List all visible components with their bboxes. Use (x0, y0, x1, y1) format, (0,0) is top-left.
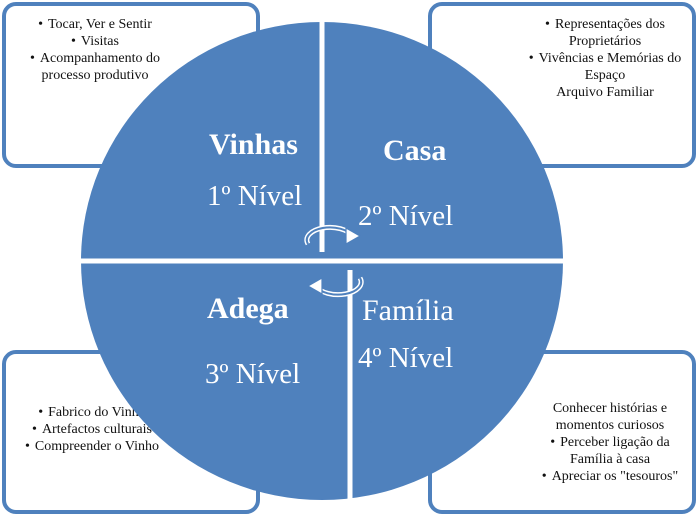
adega-level: 3º Nível (205, 358, 301, 390)
list-item: •Tocar, Ver e Sentir (38, 17, 152, 32)
adega-quadrant (81, 261, 322, 500)
vinhas-title: Vinhas (209, 128, 298, 161)
adega-title: Adega (207, 292, 289, 325)
list-item: •Visitas (71, 34, 119, 49)
vinhas-level: 1º Nível (207, 180, 303, 212)
list-item: •Vivências e Memórias do Espaço (528, 51, 682, 83)
casa-quadrant (322, 22, 563, 261)
list-item: •Acompanhamento do processo produtivo (29, 51, 161, 83)
list-item: •Apreciar os "tesouros" (541, 469, 679, 484)
list-item: •Artefactos culturais (32, 422, 152, 437)
vinhas-quadrant (81, 22, 322, 261)
casa-level: 2º Nível (358, 200, 454, 232)
familia-quadrant (322, 261, 563, 500)
list-item: •Perceber ligação da Família à casa (550, 435, 670, 467)
familia-level: 4º Nível (358, 342, 454, 374)
list-item: •Compreender o Vinho (24, 439, 159, 454)
familia-title: Família (362, 294, 454, 327)
casa-title: Casa (383, 134, 447, 167)
familia-detail-box: Conhecer histórias e momentos curiosos •… (428, 350, 696, 514)
circular-arrows-icon (304, 224, 364, 298)
list-item: •Representações dos Proprietários (545, 17, 665, 49)
list-item: Conhecer histórias e momentos curiosos (552, 401, 668, 433)
list-item: •Fabrico do Vinho (38, 405, 146, 420)
list-item: Arquivo Familiar (556, 85, 654, 100)
